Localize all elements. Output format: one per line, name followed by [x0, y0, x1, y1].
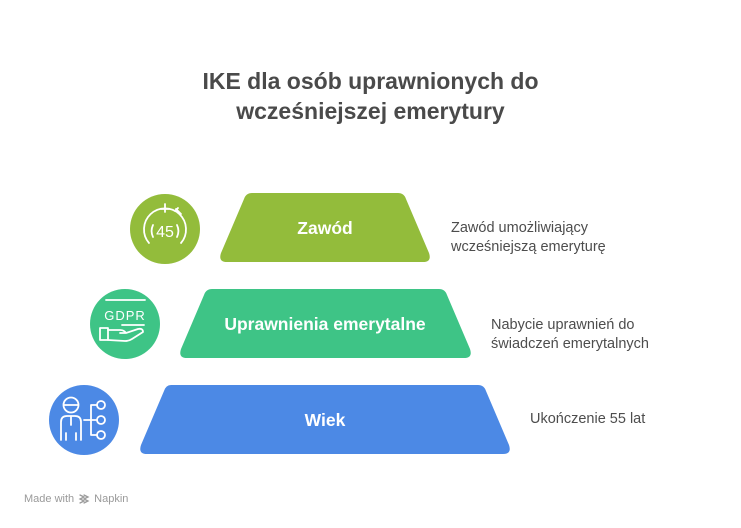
tier-zawod: Zawód — [220, 193, 430, 262]
footer-attribution: Made with Napkin — [24, 493, 128, 505]
napkin-logo-icon — [78, 494, 90, 504]
tier-wiek-label: Wiek — [305, 410, 346, 430]
tier-wiek: Wiek — [140, 385, 510, 454]
description-line: świadczeń emerytalnych — [491, 336, 649, 352]
gdpr-hand-icon: GDPR — [90, 289, 160, 359]
tier-zawod-label: Zawód — [297, 218, 352, 238]
description-line: Zawód umożliwiający — [451, 220, 588, 236]
tier-uprawnienia-description: Nabycie uprawnień do świadczeń emerytaln… — [491, 316, 649, 354]
stopwatch-number: 45 — [156, 224, 174, 241]
title-line-1: IKE dla osób uprawnionych do — [202, 68, 539, 94]
made-with-label: Made with — [24, 493, 75, 505]
tier-wiek-description: Ukończenie 55 lat — [530, 410, 645, 429]
tier-zawod-description: Zawód umożliwiający wcześniejszą emerytu… — [451, 219, 606, 257]
napkin-brand-label: Napkin — [94, 493, 129, 505]
stopwatch-45-icon: 45 — [130, 194, 200, 264]
tier-zawod-trapezoid — [220, 193, 430, 262]
person-network-icon — [49, 385, 119, 455]
diagram-title: IKE dla osób uprawnionych do wcześniejsz… — [0, 66, 741, 126]
tier-uprawnienia-trapezoid — [180, 289, 471, 358]
description-line: Ukończenie 55 lat — [530, 411, 646, 427]
tier-uprawnienia-label: Uprawnienia emerytalne — [224, 314, 426, 334]
gdpr-text: GDPR — [104, 308, 146, 323]
description-line: Nabycie uprawnień do — [491, 317, 635, 333]
description-line: wcześniejszą emeryturę — [451, 239, 606, 255]
tier-uprawnienia: Uprawnienia emerytalne — [180, 289, 471, 358]
title-line-2: wcześniejszej emerytury — [236, 98, 505, 124]
tier-wiek-trapezoid — [140, 385, 510, 454]
